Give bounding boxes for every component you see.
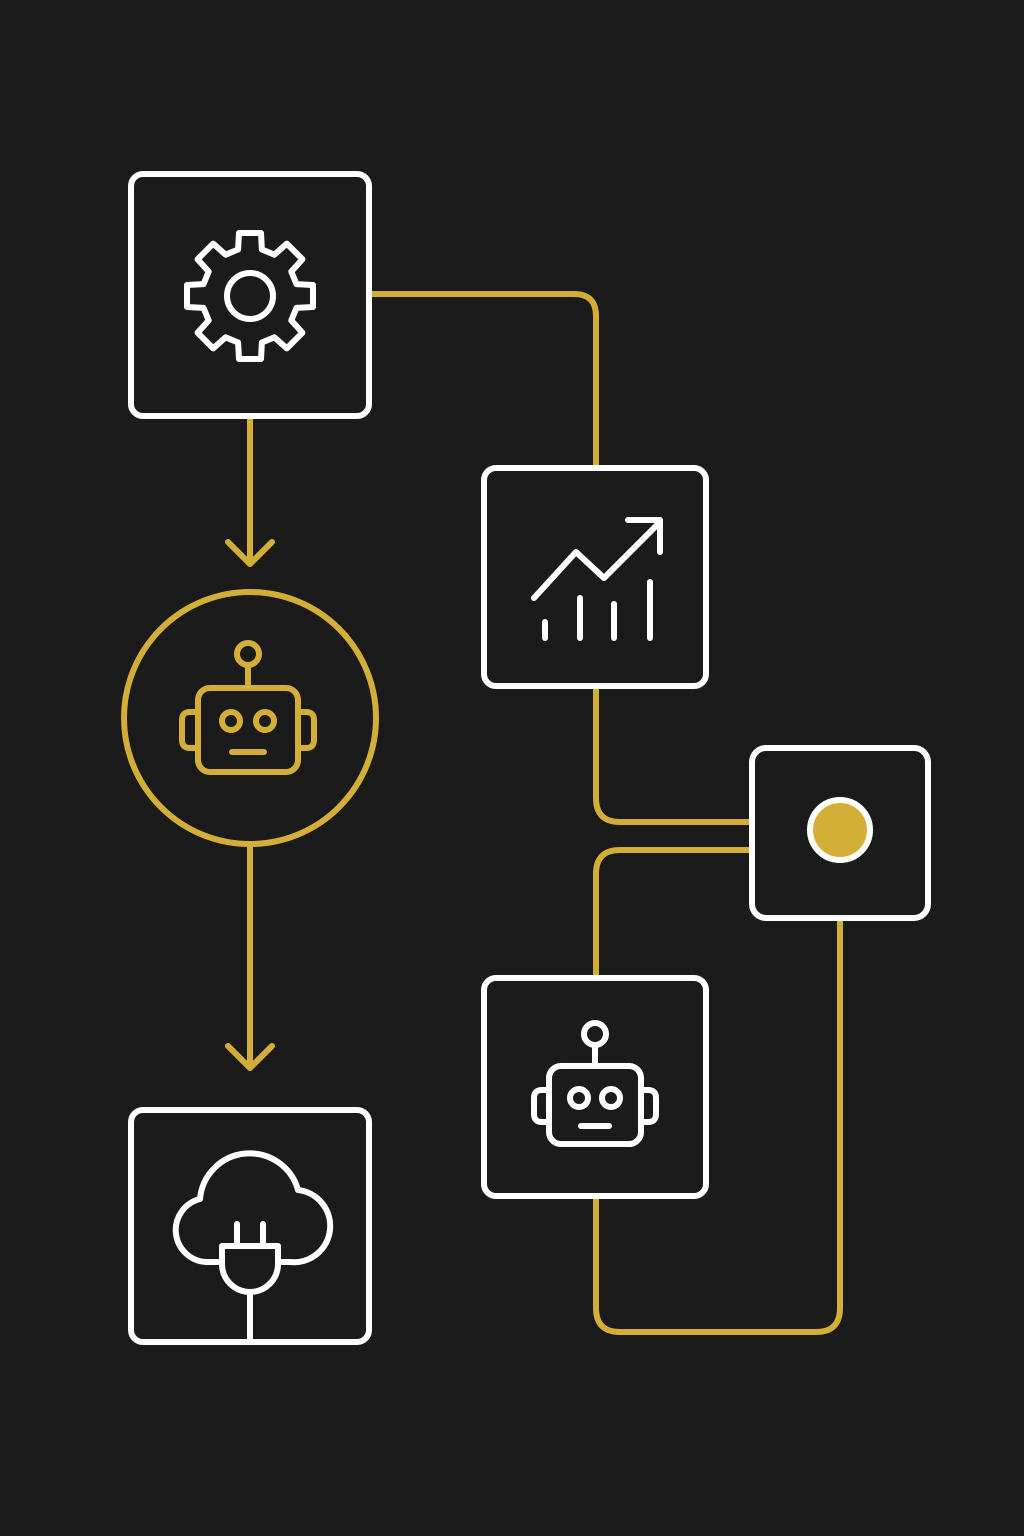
bot-node-box bbox=[481, 975, 709, 1199]
gear-hole bbox=[224, 270, 276, 322]
cloud-plug-node[interactable] bbox=[128, 1107, 372, 1345]
connectors bbox=[225, 291, 843, 1335]
edge-settings-to-analytics bbox=[367, 291, 599, 469]
cloud-plug-icon bbox=[172, 1150, 334, 1343]
growth-chart-icon bbox=[531, 517, 663, 641]
settings-node-box bbox=[128, 171, 372, 419]
hub-node[interactable] bbox=[749, 745, 931, 921]
arrowhead-down-icon bbox=[225, 539, 275, 567]
analytics-node[interactable] bbox=[481, 465, 709, 689]
ai-agent-node-circle bbox=[121, 589, 379, 847]
bot-node[interactable] bbox=[481, 975, 709, 1199]
edge-hub-to-bot bbox=[593, 847, 753, 979]
analytics-node-box bbox=[481, 465, 709, 689]
edge-analytics-to-hub bbox=[593, 685, 753, 825]
settings-node[interactable] bbox=[128, 171, 372, 419]
arrowhead-down-icon bbox=[225, 1043, 275, 1071]
edge-bot-loop-to-hub bbox=[593, 917, 843, 1335]
gear-outline bbox=[184, 230, 316, 362]
gear-icon bbox=[184, 230, 316, 362]
ai-agent-node[interactable] bbox=[121, 589, 379, 847]
dot-icon bbox=[807, 797, 873, 863]
robot-icon bbox=[531, 1020, 659, 1147]
robot-icon bbox=[179, 640, 317, 775]
